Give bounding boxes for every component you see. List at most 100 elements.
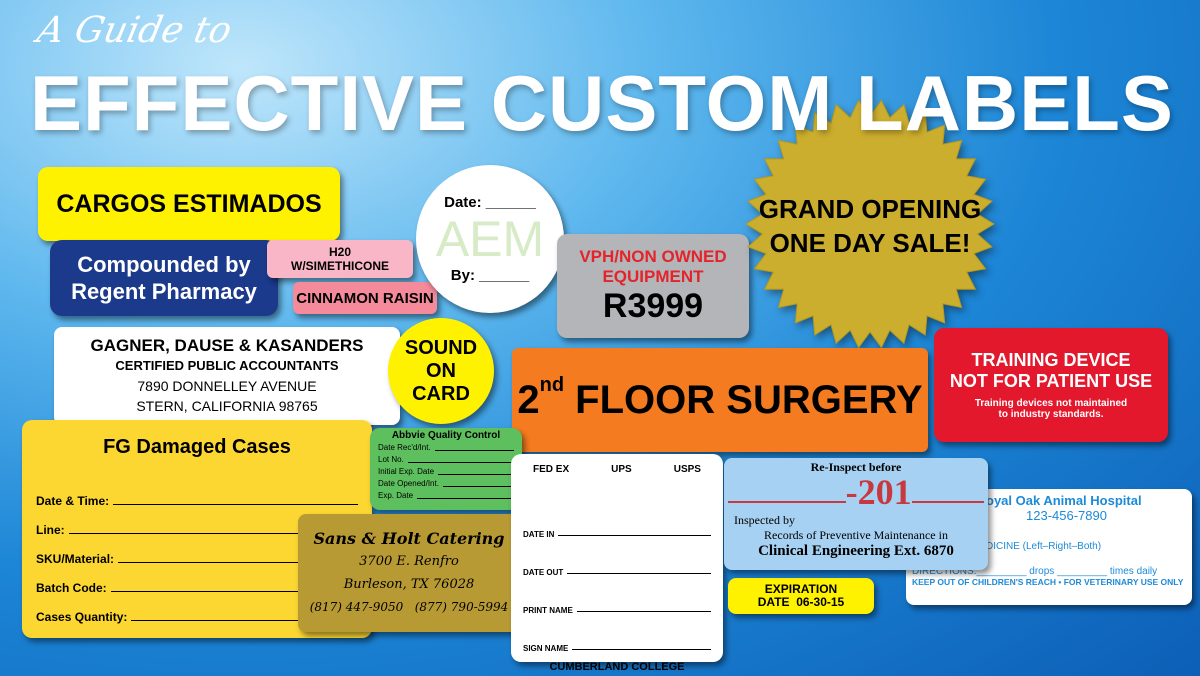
label-text: to industry standards. xyxy=(998,409,1104,420)
label-text: ON xyxy=(426,359,456,382)
label-text: SOUND xyxy=(404,336,478,359)
label-aem: Date: ______ AEM By: ______ xyxy=(416,165,564,313)
label-text: STERN, CALIFORNIA 98765 xyxy=(136,398,318,414)
field-line[interactable] xyxy=(434,450,514,451)
field-label: SIGN NAME xyxy=(523,644,569,653)
field-label: Exp. Date xyxy=(378,491,414,500)
field-line[interactable] xyxy=(417,498,514,499)
carrier-label: USPS xyxy=(673,464,701,475)
label-text: EQUIPMENT xyxy=(602,266,704,286)
field-label: Line: xyxy=(36,523,65,537)
form-field: DATE IN xyxy=(523,501,711,539)
label-text: Re-Inspect before xyxy=(810,460,902,474)
label-text: DICINE (Left–Right–Both) xyxy=(986,541,1102,552)
label-text: Records of Preventive Maintenance in xyxy=(764,528,948,542)
form-field: Date & Time: xyxy=(36,479,358,508)
label-text: CINNAMON RAISIN xyxy=(296,289,434,307)
field-label: DATE IN xyxy=(523,530,555,539)
label-text: NOT FOR PATIENT USE xyxy=(949,371,1153,391)
field-label: PRINT NAME xyxy=(523,606,573,615)
subtitle: A Guide to xyxy=(33,10,236,51)
label-title: FG Damaged Cases xyxy=(103,436,291,458)
field-label: Cases Quantity: xyxy=(36,610,128,624)
field-line[interactable] xyxy=(576,611,711,612)
label-text: By: ______ xyxy=(450,267,530,284)
label-text: VPH/NON OWNED xyxy=(579,246,727,266)
label-compounded: Compounded by Regent Pharmacy xyxy=(50,240,278,316)
form-field: PRINT NAME xyxy=(523,577,711,615)
field-label: Initial Exp. Date xyxy=(378,467,435,476)
label-text: GRAND OPENING xyxy=(758,194,982,224)
label-text: Regent Pharmacy xyxy=(71,279,257,304)
label-text: FLOOR SURGERY xyxy=(564,377,923,422)
label-text: 3700 E. Renfro xyxy=(359,554,459,569)
form-field: Lot No. xyxy=(378,454,514,466)
field-label: Date & Time: xyxy=(36,494,110,508)
label-text: R3999 xyxy=(602,286,704,325)
label-text: AEM xyxy=(435,211,545,267)
label-title: Abbvie Quality Control xyxy=(391,430,501,441)
label-text: Clinical Engineering Ext. 6870 xyxy=(758,543,954,559)
label-text: W/SIMETHICONE xyxy=(291,259,389,273)
label-abbvie: Abbvie Quality Control Date Rec'd/Int. Lo… xyxy=(370,428,522,510)
field-label: Lot No. xyxy=(378,455,404,464)
label-text: Inspected by xyxy=(734,513,795,527)
carrier-label: UPS xyxy=(611,464,632,475)
field-line[interactable] xyxy=(407,462,514,463)
label-sound-on-card: SOUND ON CARD xyxy=(388,318,494,424)
label-text: CERTIFIED PUBLIC ACCOUNTANTS xyxy=(115,358,339,373)
label-text: DIRECTIONS:_________ drops _________ tim… xyxy=(912,566,1158,577)
label-text: ONE DAY SALE! xyxy=(769,228,971,258)
label-h20: H20 W/SIMETHICONE xyxy=(267,240,413,278)
label-training: TRAINING DEVICE NOT FOR PATIENT USE Trai… xyxy=(934,328,1168,442)
field-line[interactable] xyxy=(442,486,514,487)
label-text: EXPIRATION xyxy=(764,582,838,596)
label-text: CARD xyxy=(412,382,470,405)
field-label: Date Opened/Int. xyxy=(378,479,439,488)
form-field: SKU/Material: xyxy=(36,537,358,566)
form-field: Date Opened/Int. xyxy=(378,478,514,490)
field-label: Batch Code: xyxy=(36,581,107,595)
page-title: EFFECTIVE CUSTOM LABELS xyxy=(30,59,1174,147)
label-text: (817) 447-9050 (877) 790-5994 xyxy=(309,600,509,614)
field-line[interactable] xyxy=(572,649,711,650)
form-field: Cases Quantity: xyxy=(36,595,358,624)
field-line[interactable] xyxy=(567,573,711,574)
carrier-label: FED EX xyxy=(533,464,570,475)
form-field: Line: xyxy=(36,508,358,537)
field-line[interactable] xyxy=(131,620,358,621)
form-field: Initial Exp. Date xyxy=(378,466,514,478)
form-field: Exp. Date xyxy=(378,490,514,502)
label-vph: VPH/NON OWNED EQUIPMENT R3999 xyxy=(557,234,749,338)
field-line[interactable] xyxy=(118,562,358,563)
label-text: GAGNER, DAUSE & KASANDERS xyxy=(90,336,364,355)
field-line[interactable] xyxy=(110,591,358,592)
label-footer: CUMBERLAND COLLEGE xyxy=(549,661,685,673)
label-grand-opening: GRAND OPENING ONE DAY SALE! xyxy=(735,192,1005,260)
field-label: DATE OUT xyxy=(523,568,564,577)
label-text: 7890 DONNELLEY AVENUE xyxy=(137,378,317,394)
field-label: SKU/Material: xyxy=(36,552,115,566)
field-line[interactable] xyxy=(68,533,358,534)
label-text: TRAINING DEVICE xyxy=(971,350,1131,370)
label-text: DATE 06-30-15 xyxy=(757,595,845,609)
form-field: Date Rec'd/Int. xyxy=(378,442,514,454)
label-text: Burleson, TX 76028 xyxy=(343,577,475,592)
label-cargos: CARGOS ESTIMADOS xyxy=(38,167,340,241)
label-text: nd xyxy=(539,374,565,396)
field-line[interactable] xyxy=(558,535,711,536)
label-text: KEEP OUT OF CHILDREN'S REACH • FOR VETER… xyxy=(912,577,1184,587)
field-line[interactable] xyxy=(113,504,358,505)
form-field: Batch Code: xyxy=(36,566,358,595)
label-text: Compounded by xyxy=(77,252,251,277)
form-field: SIGN NAME xyxy=(523,615,711,653)
label-sans-holt: Sans & Holt Catering 3700 E. Renfro Burl… xyxy=(298,514,520,632)
label-text: Training devices not maintained xyxy=(974,398,1128,409)
label-text: CARGOS ESTIMADOS xyxy=(56,189,322,218)
label-text: Sans & Holt Catering xyxy=(313,529,505,548)
label-reinspect: Re-Inspect before -201 Inspected by Reco… xyxy=(724,458,988,570)
field-line[interactable] xyxy=(438,474,514,475)
label-text: 123-456-7890 xyxy=(1026,508,1107,523)
field-label: Date Rec'd/Int. xyxy=(378,443,431,452)
